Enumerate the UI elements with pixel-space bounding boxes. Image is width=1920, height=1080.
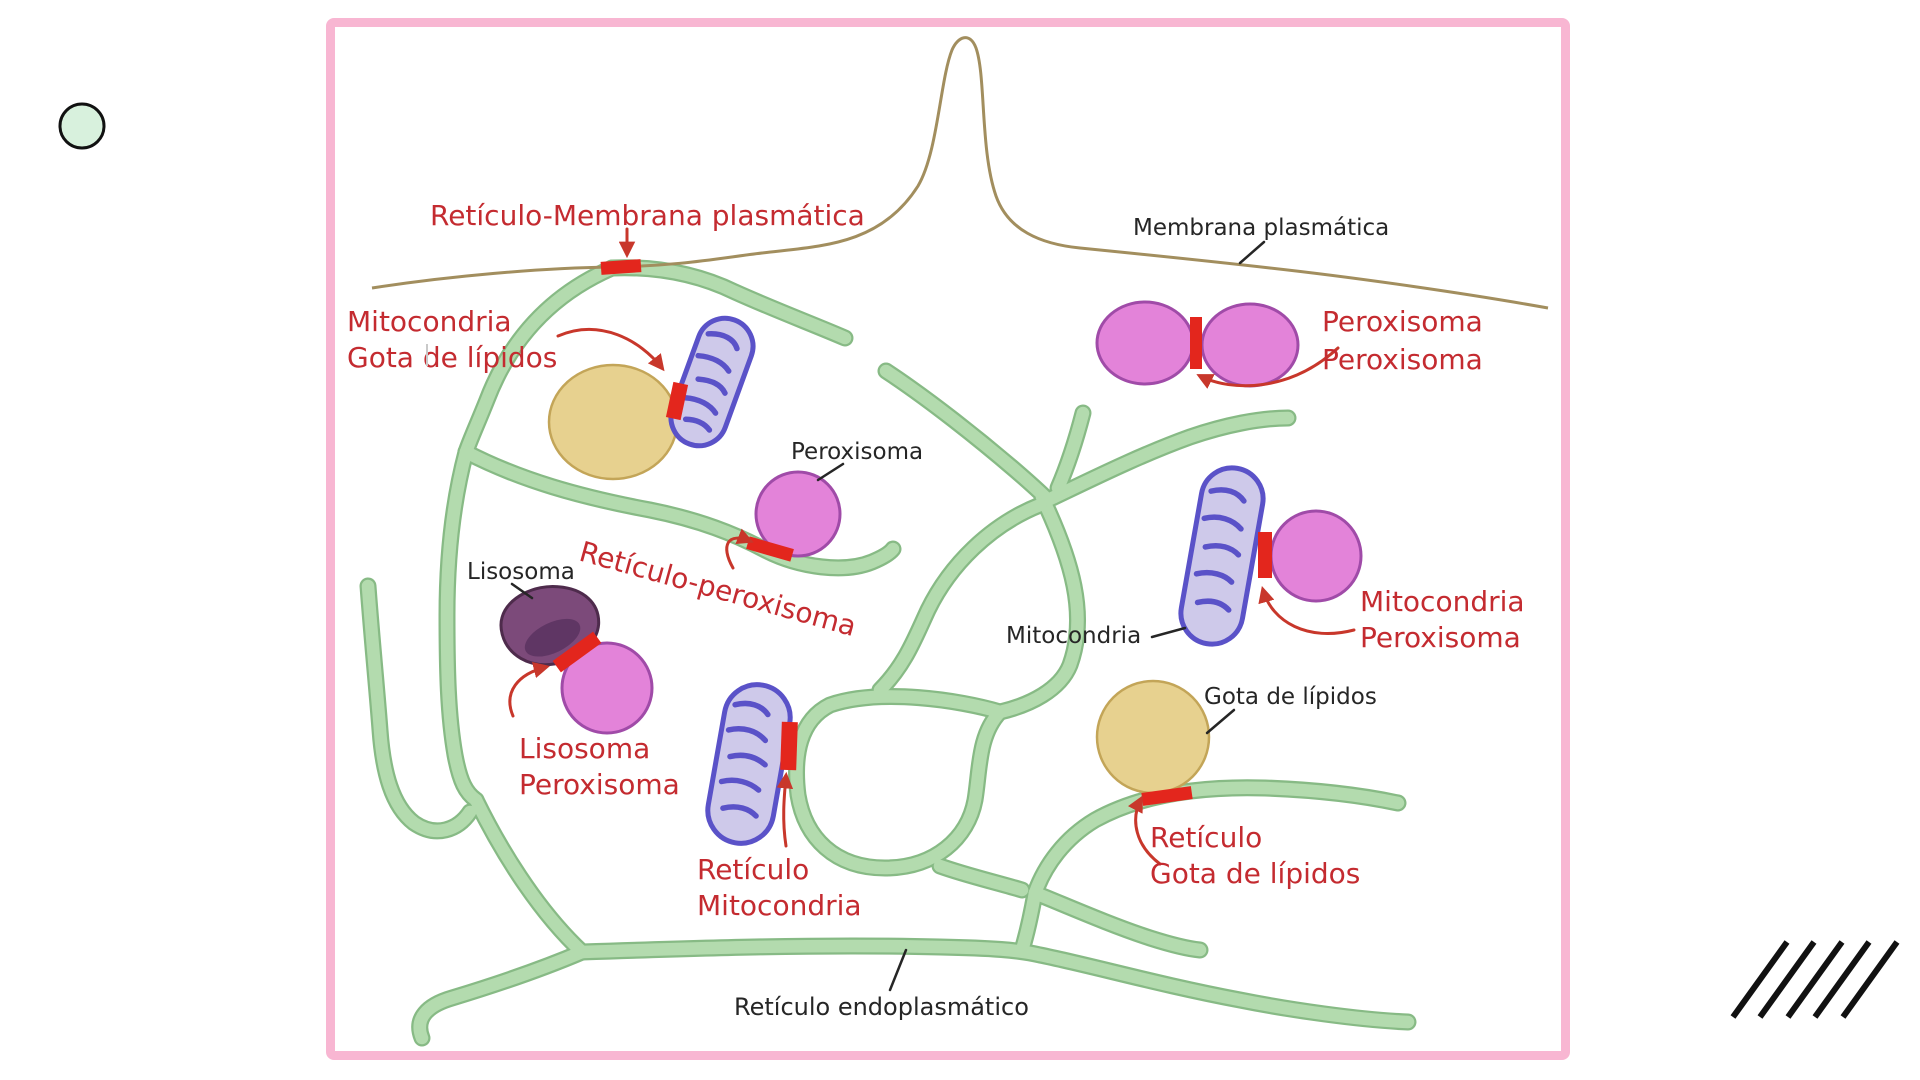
- pointer-reticulo-endoplasmatico: [888, 948, 908, 992]
- label-peroxisome-pair-1: Peroxisoma: [1322, 305, 1483, 338]
- label-er-droplet-2: Gota de lípidos: [1150, 857, 1361, 890]
- pointer-lines: [510, 240, 1266, 992]
- label-lysosome-peroxisome-2: Peroxisoma: [519, 768, 680, 801]
- er-tubule: [361, 579, 477, 838]
- mitochondrion-top-left: [668, 315, 756, 449]
- peroxisome-pair-right: [1200, 302, 1300, 388]
- arrow-er-peroxisome: [725, 528, 754, 570]
- arrow-mito-droplet: [556, 327, 665, 372]
- label-lipid-droplet: Gota de lípidos: [1204, 684, 1377, 710]
- plasma-membrane-line: [371, 36, 1549, 310]
- er-tubule-loop: [790, 690, 1007, 875]
- er-tubule: [440, 445, 483, 807]
- er-tubule: [933, 859, 1029, 897]
- label-mito-peroxisome-1: Mitocondria: [1360, 585, 1525, 618]
- decor-circle: [58, 102, 106, 150]
- er-tubule: [469, 793, 589, 959]
- contact-mito-peroxisome: [1258, 532, 1272, 578]
- er-tubule: [605, 261, 852, 345]
- label-mito-droplet-2: Gota de lípidos: [347, 341, 558, 374]
- endoplasmic-reticulum-network: [359, 259, 1417, 1047]
- arrow-lysosome-peroxisome: [508, 662, 551, 718]
- peroxisome-lysosome: [560, 641, 654, 735]
- er-tubule: [993, 490, 1084, 719]
- er-tubule: [1051, 406, 1090, 495]
- label-lysosome: Lisosoma: [467, 559, 575, 585]
- lipid-droplet-left: [547, 363, 679, 481]
- label-er: Retículo endoplasmático: [734, 993, 1029, 1021]
- contact-er-mitochondrion: [780, 721, 798, 771]
- label-er-mitochondrion-1: Retículo: [697, 853, 810, 886]
- label-mito-peroxisome-2: Peroxisoma: [1360, 621, 1521, 654]
- contact-mito-droplet: [665, 381, 689, 421]
- contact-sites: [552, 259, 1272, 806]
- label-plasma-membrane: Membrana plasmática: [1133, 215, 1390, 241]
- decor-slashes: [1730, 940, 1900, 1019]
- arrow-er-mitochondrion: [776, 771, 794, 848]
- peroxisome-right: [1269, 509, 1363, 603]
- er-tubule: [873, 498, 1047, 697]
- lysosome-inner-spot: [524, 618, 581, 657]
- arrow-er-droplet: [1127, 795, 1162, 866]
- er-tubule: [575, 939, 1415, 1029]
- label-mitochondrion: Mitocondria: [1006, 623, 1142, 649]
- contact-er-plasma-membrane: [600, 259, 642, 275]
- diagram-pink-border: [326, 18, 1570, 1060]
- label-er-droplet-1: Retículo: [1150, 821, 1263, 854]
- er-tubule: [1041, 411, 1295, 507]
- er-tubule: [1028, 886, 1207, 957]
- er-tubule: [879, 364, 1055, 507]
- mitochondrion-right: [1178, 465, 1266, 647]
- label-peroxisome: Peroxisoma: [791, 439, 924, 465]
- er-tubule: [413, 945, 589, 1045]
- contact-peroxisome-peroxisome: [1190, 317, 1202, 369]
- peroxisome-top: [754, 470, 842, 558]
- pointer-membrana-plasmatica: [1238, 240, 1266, 265]
- mitochondrion-center: [705, 682, 793, 846]
- stray-cursor-mark: [426, 344, 428, 366]
- annotation-arrows: [508, 227, 1356, 866]
- label-er-mitochondrion-2: Mitocondria: [697, 889, 862, 922]
- contact-er-droplet: [1141, 786, 1193, 806]
- pointer-lisosoma: [510, 582, 534, 600]
- pointer-gota-lipidos: [1205, 708, 1236, 735]
- label-mito-droplet-1: Mitocondria: [347, 305, 512, 338]
- contact-er-peroxisome: [746, 536, 794, 562]
- label-er-plasma-membrane: Retículo-Membrana plasmática: [430, 199, 865, 232]
- arrow-mito-peroxisome: [1258, 586, 1356, 635]
- pointer-mitocondria: [1150, 626, 1187, 639]
- lipid-droplet-right: [1095, 679, 1211, 795]
- pointer-peroxisoma: [816, 462, 845, 482]
- arrow-peroxisome-pair: [1196, 346, 1340, 389]
- contact-lysosome-peroxisome: [552, 631, 602, 673]
- peroxisome-pair-left: [1095, 300, 1195, 386]
- er-tubule: [459, 261, 619, 459]
- label-lysosome-peroxisome-1: Lisosoma: [519, 732, 651, 765]
- label-peroxisome-pair-2: Peroxisoma: [1322, 343, 1483, 376]
